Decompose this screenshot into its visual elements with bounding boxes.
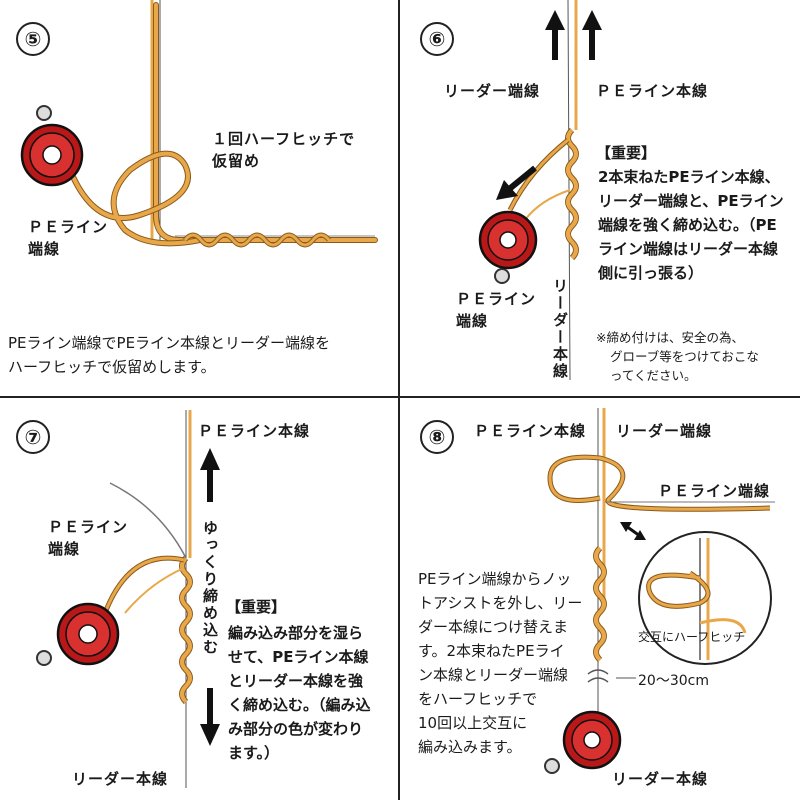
description-line-1: PEライン端線からノッ: [418, 570, 572, 588]
step-number: ⑦: [16, 420, 50, 454]
vertical-divider: [398, 0, 400, 800]
important-line-3: 端線を強く締め込む。（PE: [598, 216, 777, 234]
callout-line-2: 仮留め: [212, 152, 261, 170]
step-8-illustration: [544, 408, 775, 774]
important-line-2: リーダー端線と、PEライン: [598, 192, 784, 210]
important-line-5: み部分の色が変わり: [228, 720, 364, 738]
pe-end-label-2: 端線: [28, 240, 61, 258]
description-line-2: トアシストを外し、リー: [418, 594, 583, 612]
pe-end-label-1: ＰＥライン: [28, 218, 109, 236]
step-5-illustration: [20, 0, 378, 248]
description-line-6: をハーフヒッチで: [418, 690, 538, 708]
safety-note-1: ※締め付けは、安全の為、: [596, 330, 744, 345]
pe-main-label: ＰＥライン本線: [474, 422, 587, 440]
leader-main-label: リーダー本線: [612, 770, 709, 788]
safety-note-3: ってください。: [610, 368, 697, 383]
zoom-label: 交互にハーフヒッチ: [638, 630, 746, 644]
important-title: 【重要】: [596, 144, 657, 162]
step-6-panel: ⑥ リーダー端線 ＰＥライン本線 ＰＥライン 端線 リーダー本線 【重要】 2本…: [400, 0, 800, 396]
step-6-illustration: [478, 0, 602, 381]
description-line-5: ン本線とリーダー端線: [418, 666, 569, 684]
knot-assist-reel: [478, 210, 538, 284]
description-line-7: 10回以上交互に: [418, 714, 528, 732]
step-7-panel: ⑦ ＰＥライン本線 ＰＥライン 端線 ゆっくり締め込む 【重要】 編み込み部分を…: [0, 398, 398, 800]
step-7-illustration: [36, 410, 220, 788]
pe-main-label: ＰＥライン本線: [596, 82, 709, 100]
step-number: ⑧: [420, 420, 454, 454]
leader-end-label: リーダー端線: [444, 82, 541, 100]
up-arrow-icon: [545, 10, 565, 60]
pe-end-label-2: 端線: [48, 540, 81, 558]
pe-main-label: ＰＥライン本線: [198, 422, 311, 440]
knot-assist-reel: [544, 710, 622, 774]
important-line-6: ます。）: [228, 744, 280, 762]
description-line-3: ダー本線につけ替えま: [418, 618, 569, 636]
important-line-1: 編み込み部分を湿ら: [228, 624, 364, 642]
horizontal-divider: [0, 396, 800, 398]
leader-main-label: リーダー本線: [72, 770, 169, 788]
step-number: ⑥: [420, 22, 454, 56]
step-number: ⑤: [16, 22, 50, 56]
zoom-circle: [638, 531, 772, 665]
important-line-5: 側に引っ張る）: [598, 264, 704, 282]
braid-section: [183, 232, 331, 248]
length-label: 20〜30cm: [638, 673, 709, 689]
pe-end-label-1: ＰＥライン: [456, 290, 537, 308]
down-arrow-icon: [200, 688, 220, 746]
description-line-8: 編み込みます。: [418, 738, 522, 756]
important-line-2: せて、PEライン本線: [228, 648, 369, 666]
pe-end-label-1: ＰＥライン: [48, 518, 129, 536]
important-line-4: く締め込む。（編み込: [228, 696, 371, 714]
knot-assist-reel: [36, 602, 120, 666]
leader-main-vertical-label: リーダー本線: [551, 278, 569, 380]
pe-end-label-2: 端線: [456, 312, 489, 330]
important-title: 【重要】: [226, 598, 287, 616]
step-8-panel: ⑧ ＰＥライン本線 リーダー端線 ＰＥライン端線 PEライン端線からノッ トアシ…: [400, 398, 800, 800]
pull-arrow-icon: [496, 165, 537, 200]
safety-note-2: グローブ等をつけておこな: [610, 349, 759, 364]
callout-line-1: １回ハーフヒッチで: [212, 130, 356, 148]
caption-line-1: PEライン端線でPEライン本線とリーダー端線を: [8, 334, 331, 352]
important-line-4: ライン端線はリーダー本線: [598, 240, 779, 258]
up-arrow-icon: [200, 448, 220, 502]
double-arrow-icon: [620, 522, 646, 540]
up-arrow-icon: [582, 10, 602, 60]
important-line-1: 2本束ねたPEライン本線、: [598, 168, 780, 186]
step-5-panel: ⑤ １回ハーフヒッチで 仮留め ＰＥライン 端線 PEライン端線でPEライン本線…: [0, 0, 398, 396]
caption-line-2: ハーフヒッチで仮留めします。: [8, 358, 216, 376]
description-line-4: す。2本束ねたPEライ: [418, 642, 565, 660]
leader-end-label: リーダー端線: [616, 422, 713, 440]
tighten-slowly-vertical-label: ゆっくり締め込む: [201, 520, 219, 656]
knot-assist-reel: [20, 105, 84, 187]
important-line-3: とリーダー本線を強: [228, 672, 364, 690]
pe-end-label: ＰＥライン端線: [658, 482, 771, 500]
